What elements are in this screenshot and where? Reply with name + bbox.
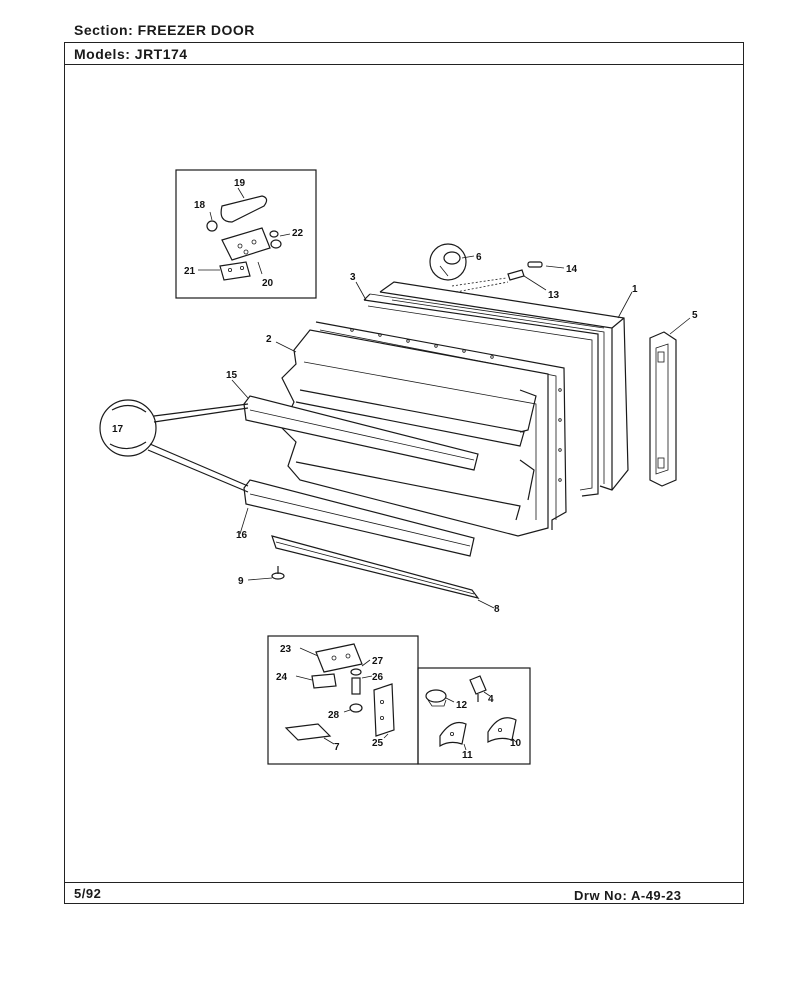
- callout-labels: 1 2 3 4 5 6 7 8 9 10 11 12 13 14 15 16 1…: [112, 178, 698, 761]
- drawing-frame: [64, 42, 744, 904]
- callout-13: 13: [548, 290, 560, 301]
- footer-divider: [64, 882, 744, 883]
- hinge-inset-bottom: [267, 635, 419, 765]
- section-label: Section:: [74, 22, 134, 38]
- inner-door-liner: [281, 321, 567, 537]
- outer-door-panel: [379, 281, 629, 491]
- callout-17: 17: [112, 424, 124, 435]
- models-label: Models:: [74, 46, 131, 62]
- callout-28: 28: [328, 710, 340, 721]
- callout-24: 24: [276, 672, 288, 683]
- callout-3: 3: [350, 272, 356, 283]
- callout-26: 26: [372, 672, 384, 683]
- models-value: JRT174: [134, 46, 188, 62]
- callout-23: 23: [280, 644, 292, 655]
- callout-9: 9: [238, 576, 244, 587]
- callout-16: 16: [236, 530, 248, 541]
- callout-8: 8: [494, 604, 500, 615]
- callout-7: 7: [334, 742, 340, 753]
- callout-12: 12: [456, 700, 468, 711]
- models-title: Models: JRT174: [74, 46, 188, 62]
- callout-5: 5: [692, 310, 698, 321]
- bottom-trim: [271, 535, 480, 599]
- hinge-inset-top: [175, 169, 317, 299]
- callout-15: 15: [226, 370, 238, 381]
- door-handle: [649, 331, 677, 487]
- shelf-bars: [243, 395, 479, 557]
- callout-1: 1: [632, 284, 638, 295]
- leader-lines: [231, 255, 691, 609]
- header-divider: [64, 64, 744, 65]
- callout-6: 6: [476, 252, 482, 263]
- callout-10: 10: [510, 738, 522, 749]
- callout-19: 19: [234, 178, 246, 189]
- callout-18: 18: [194, 200, 206, 211]
- callout-4: 4: [488, 694, 494, 705]
- callout-21: 21: [184, 266, 196, 277]
- callout-11: 11: [462, 750, 473, 761]
- drawing-number: Drw No: A-49-23: [574, 888, 681, 903]
- callout-27: 27: [372, 656, 384, 667]
- section-value: FREEZER DOOR: [137, 22, 255, 38]
- callout-20: 20: [262, 278, 274, 289]
- callout-22: 22: [292, 228, 304, 239]
- revision-date: 5/92: [74, 886, 102, 901]
- callout-25: 25: [372, 738, 384, 749]
- section-title: Section: FREEZER DOOR: [74, 22, 255, 38]
- gasket-clip-detail: [99, 399, 249, 493]
- small-parts-top: [429, 243, 543, 293]
- drawing-number-label: Drw No:: [574, 888, 628, 903]
- door-gasket: [363, 293, 605, 497]
- callout-14: 14: [566, 264, 578, 275]
- drawing-number-value: A-49-23: [630, 888, 682, 903]
- callout-2: 2: [266, 334, 272, 345]
- trim-parts-inset: [417, 667, 531, 765]
